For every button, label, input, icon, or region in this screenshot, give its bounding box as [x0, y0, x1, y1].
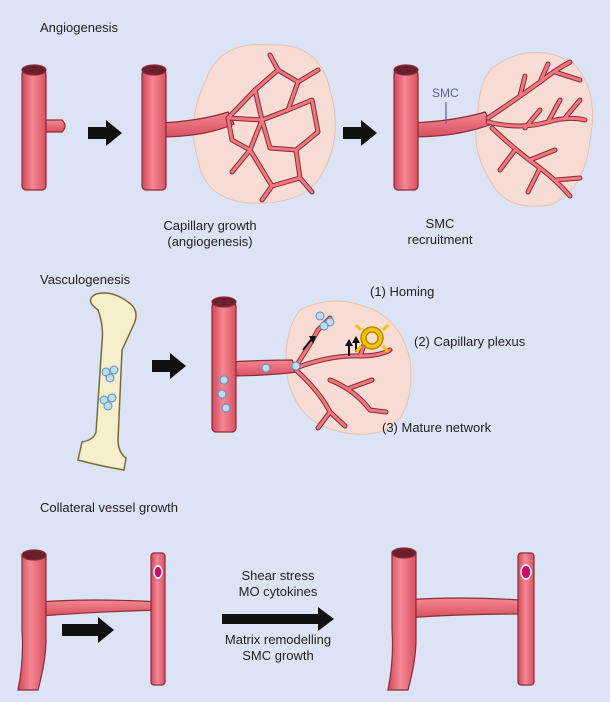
capillary-growth-label: Capillary growth (angiogenesis): [140, 218, 280, 250]
smc-growth-label: SMC growth: [242, 648, 314, 663]
smc-tag: SMC: [432, 86, 459, 100]
collateral-factors-above: Shear stress MO cytokines: [208, 568, 348, 600]
mature-network-label: (3) Mature network: [382, 420, 492, 435]
capillary-growth-line1: Capillary growth: [163, 218, 257, 233]
smc-recruitment-line1: SMC: [425, 216, 455, 231]
angiogenesis-stage2: [141, 43, 336, 204]
progression-arrow-icon: [88, 120, 122, 146]
smc-recruitment-line2: recruitment: [407, 232, 473, 247]
vasculogenesis-title: Vasculogenesis: [40, 272, 131, 287]
progression-arrow-icon: [343, 120, 377, 146]
homing-arrow-icon: [302, 336, 360, 356]
smc-recruitment-label: SMC recruitment: [390, 216, 490, 248]
bone-marrow-femur: [77, 292, 137, 471]
matrix-remodelling-label: Matrix remodelling: [224, 632, 332, 647]
angiogenesis-title: Angiogenesis: [40, 20, 119, 35]
angiogenesis-stage1-vessel: [21, 64, 66, 191]
smc-ring-cell-icon: [354, 323, 390, 353]
stem-cell-icon: [217, 311, 335, 413]
collateral-title: Collateral vessel growth: [40, 500, 179, 515]
collateral-before: [17, 549, 166, 691]
mo-cytokines-label: MO cytokines: [238, 584, 318, 599]
progression-arrow-icon: [152, 353, 186, 379]
flow-arrow-icon: [62, 617, 114, 643]
capillary-growth-line2: (angiogenesis): [167, 234, 253, 249]
progression-arrow-icon: [222, 607, 334, 631]
tissue-patch: [285, 300, 412, 435]
collateral-factors-below: Matrix remodelling SMC growth: [208, 632, 348, 664]
capillary-plexus-label: (2) Capillary plexus: [414, 334, 526, 349]
shear-stress-label: Shear stress: [241, 568, 315, 583]
homing-label: (1) Homing: [370, 284, 435, 299]
vasculogenesis-network: [211, 296, 412, 435]
angiogenesis-stage3: [393, 51, 594, 207]
stem-cell-icon: [99, 365, 119, 411]
collateral-after: [387, 547, 535, 691]
